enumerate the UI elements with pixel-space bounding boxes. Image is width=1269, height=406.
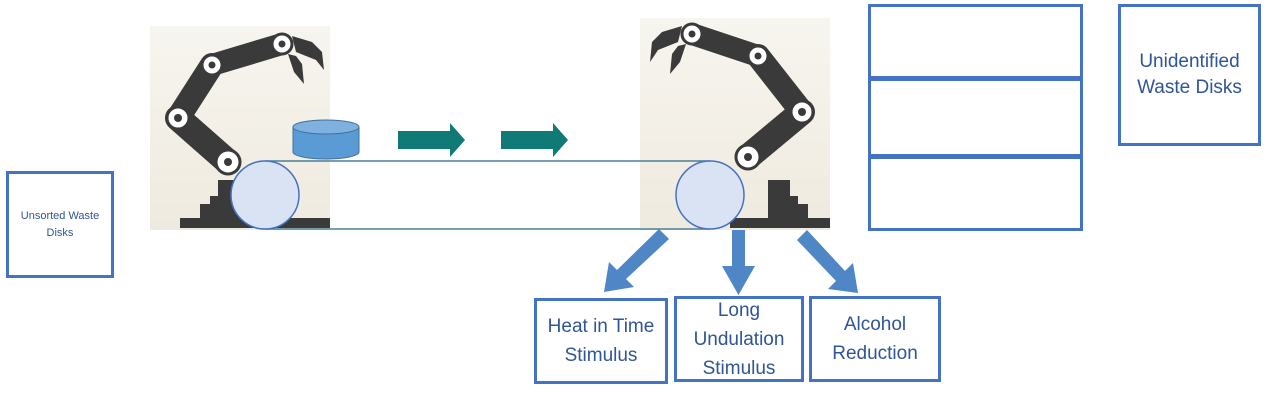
- flow-arrow-2: [501, 123, 568, 157]
- sort-arrow-alcohol: [797, 230, 858, 293]
- heat-in-time-stimulus-box: Heat in Time Stimulus: [534, 298, 668, 384]
- flow-arrow-1: [398, 123, 465, 157]
- alcohol-reduction-box: Alcohol Reduction: [809, 296, 941, 382]
- long-undulation-stimulus-box: Long Undulation Stimulus: [674, 296, 804, 382]
- output-label: Alcohol Reduction: [832, 314, 918, 364]
- output-label: Long Undulation Stimulus: [693, 299, 785, 379]
- sorting-bin-1: [868, 4, 1083, 79]
- unidentified-waste-disks-label: Unidentified Waste Disks: [1137, 51, 1242, 98]
- right-robot-arm-icon: [650, 22, 830, 228]
- left-roller: [230, 160, 300, 230]
- unsorted-waste-disks-box: Unsorted Waste Disks: [6, 171, 114, 278]
- sorting-bin-3: [868, 156, 1083, 231]
- unsorted-waste-disks-label: Unsorted Waste Disks: [20, 209, 100, 239]
- unidentified-waste-disks-box: Unidentified Waste Disks: [1118, 4, 1261, 146]
- output-label: Heat in Time Stimulus: [547, 316, 655, 366]
- waste-disk-icon: [292, 119, 360, 160]
- sorting-bin-2: [868, 78, 1083, 157]
- sort-arrow-undulation: [722, 230, 755, 295]
- conveyor-belt: [265, 160, 710, 230]
- sort-arrow-heat: [604, 229, 669, 292]
- right-roller: [675, 160, 745, 230]
